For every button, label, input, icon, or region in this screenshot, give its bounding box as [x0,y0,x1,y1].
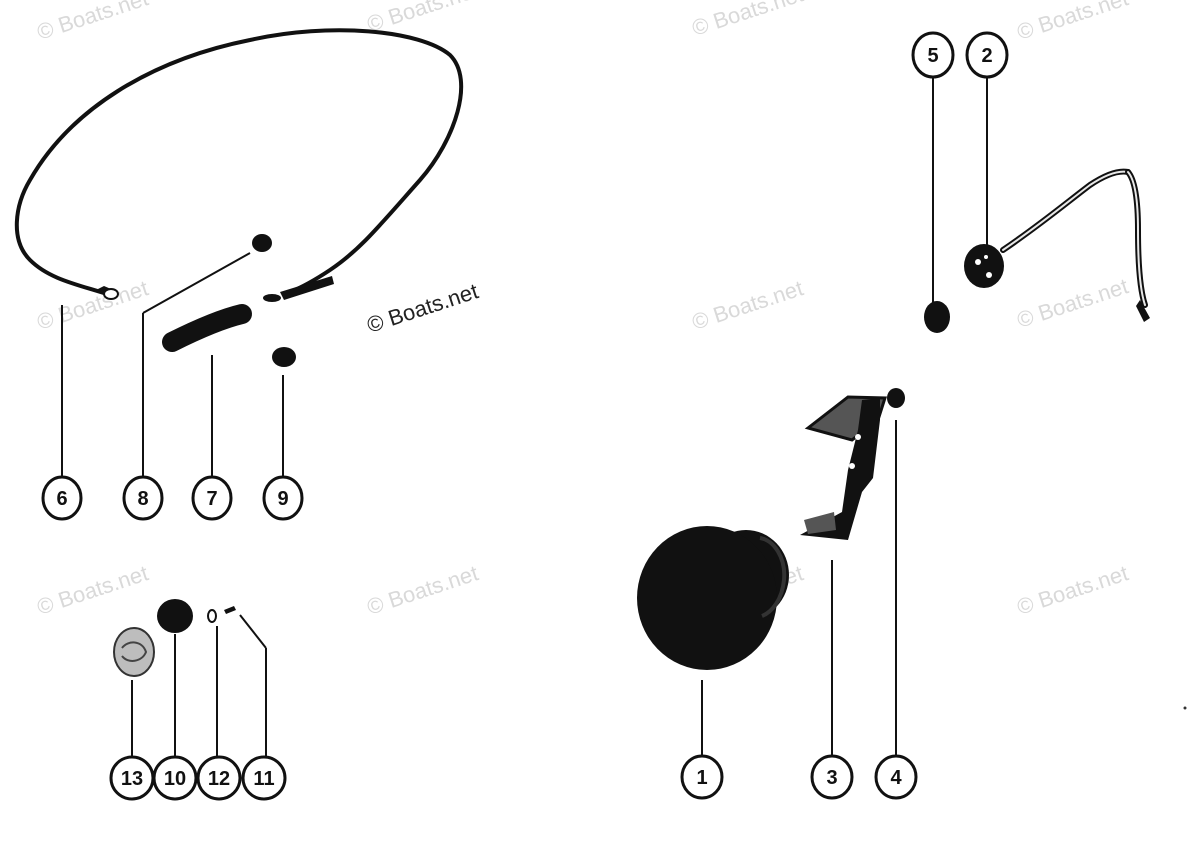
callout-5: 5 [911,31,955,79]
callout-9: 9 [262,475,304,521]
wire-harness-part-6 [14,28,464,302]
socket-part-2 [964,168,1150,322]
bulb-part-5 [924,301,950,333]
leader-lines-top-right [932,77,988,303]
washer-part-12 [207,609,217,623]
watermark: © Boats.net [34,0,151,45]
sleeve-part-7 [162,304,252,352]
screw-part-11 [224,606,236,614]
speck [1183,706,1187,710]
watermark-layer: © Boats.net © Boats.net © Boats.net © Bo… [34,0,1131,620]
callout-label: 3 [826,767,837,789]
watermark: © Boats.net [34,275,151,334]
nut-part-9 [272,347,296,367]
leader-lines-bottom-left [131,614,267,757]
callout-10: 10 [152,755,198,801]
callout-3: 3 [810,754,854,800]
callout-2: 2 [965,31,1009,79]
callout-label: 5 [927,45,938,67]
callout-label: 6 [56,488,67,510]
callout-label: 10 [164,768,186,790]
watermark: © Boats.net [1014,0,1131,45]
callout-4: 4 [874,754,918,800]
callout-8: 8 [122,475,164,521]
callout-label: 13 [121,768,143,790]
watermark: © Boats.net [1014,560,1131,619]
callout-label: 12 [208,768,230,790]
callout-11: 11 [241,755,287,801]
watermark: © Boats.net [1014,273,1131,332]
leader-lines-left [61,252,284,478]
nut-part-4 [887,388,905,408]
callout-12: 12 [196,755,242,801]
callout-1: 1 [680,754,724,800]
callout-13: 13 [109,755,155,801]
callout-label: 7 [206,488,217,510]
leader-lines-bottom-right [701,420,897,756]
knob-part-10 [157,599,193,633]
callout-label: 9 [277,488,288,510]
callout-7: 7 [191,475,233,521]
horn-part-1 [637,526,789,670]
callout-label: 11 [253,768,274,790]
cap-part-8 [252,234,272,252]
callout-label: 4 [890,767,902,789]
watermark: © Boats.net [689,275,806,334]
watermark: © Boats.net [34,560,151,619]
callout-label: 1 [696,767,707,789]
bracket-part-3 [800,395,888,540]
callout-label: 8 [137,488,148,510]
watermark: © Boats.net [364,560,481,619]
watermark: © Boats.net [689,0,806,41]
watermark-center: © Boats.net [364,278,481,337]
callout-label: 2 [981,45,992,67]
callout-6: 6 [41,475,83,521]
lens-part-13 [113,627,155,677]
